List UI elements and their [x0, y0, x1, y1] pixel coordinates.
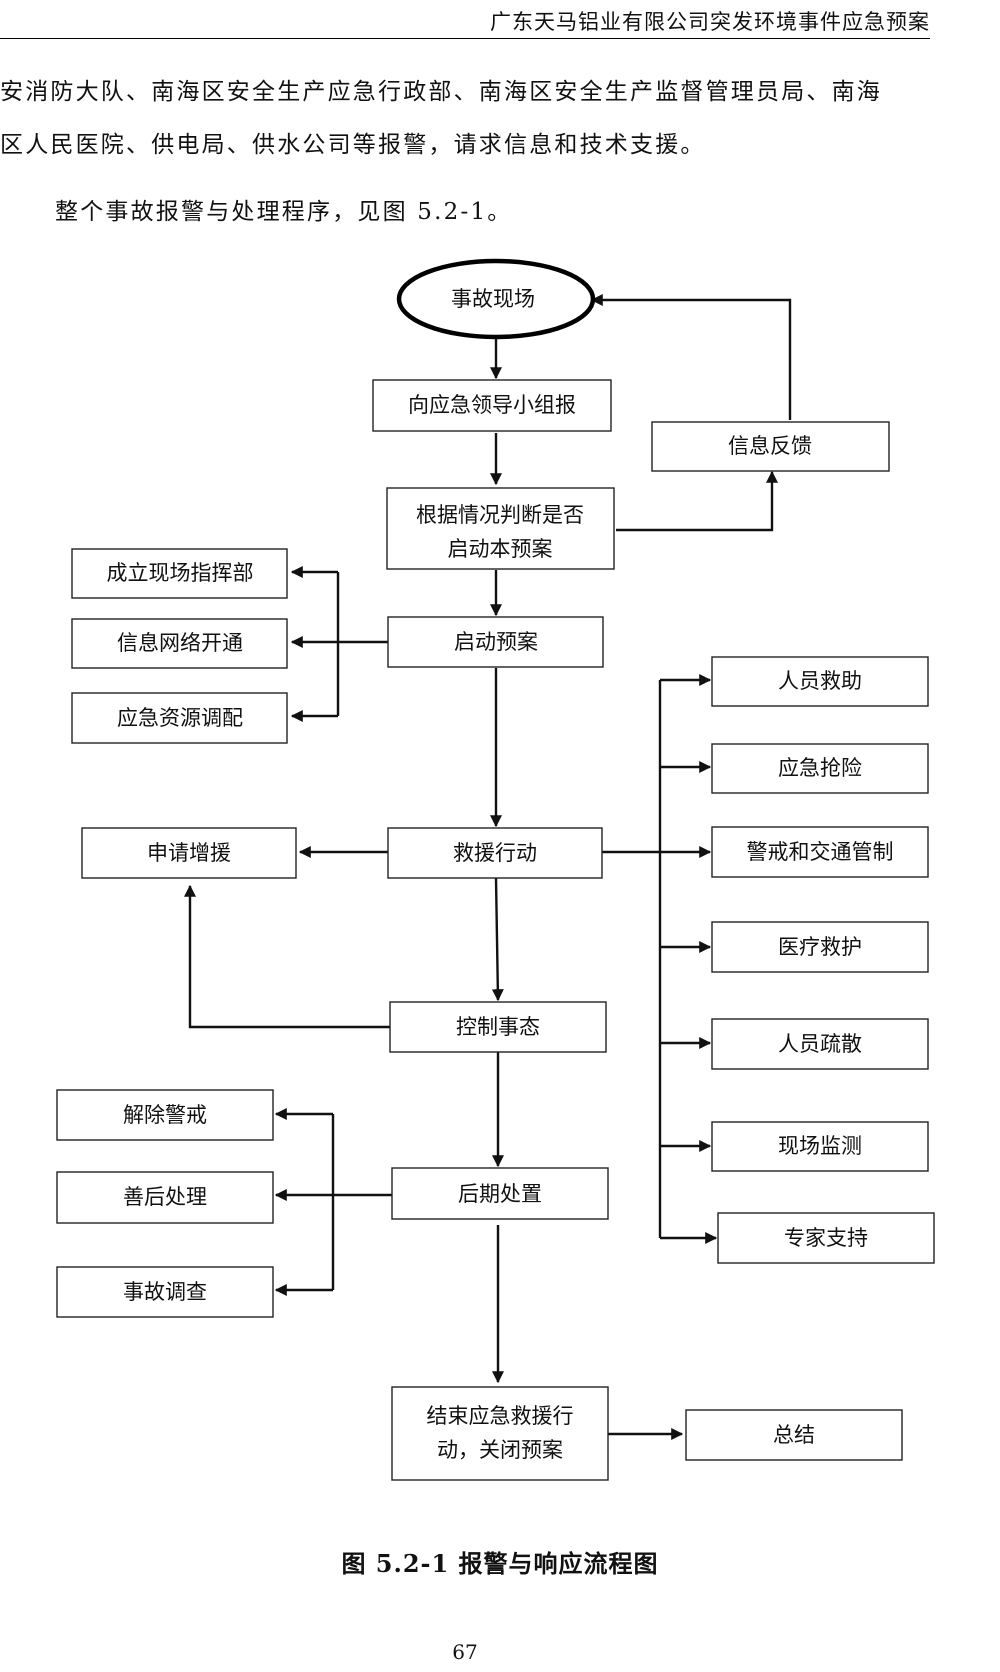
node-request-aid: 申请增援: [81, 827, 297, 879]
node-label: 控制事态: [456, 1015, 540, 1039]
node-follow-up: 善后处理: [56, 1171, 274, 1224]
node-label: 信息网络开通: [117, 631, 243, 655]
node-site-monitoring: 现场监测: [711, 1121, 929, 1172]
node-label: 善后处理: [123, 1185, 207, 1209]
node-label: 人员疏散: [778, 1032, 862, 1056]
node-label-line-1: 结束应急救援行: [427, 1404, 574, 1428]
node-investigation: 事故调查: [56, 1266, 274, 1318]
node-label: 事故调查: [123, 1280, 207, 1304]
node-judge: 根据情况判断是否 启动本预案: [386, 487, 615, 570]
node-allocate-resources: 应急资源调配: [71, 692, 288, 744]
body-text-line-3: 整个事故报警与处理程序，见图 5.2-1。: [55, 199, 513, 225]
node-label: 成立现场指挥部: [107, 561, 254, 585]
node-aftermath: 后期处置: [391, 1167, 609, 1220]
page-header: 广东天马铝业有限公司突发环境事件应急预案: [0, 0, 930, 39]
node-label: 申请增援: [147, 841, 231, 865]
node-label: 事故现场: [451, 287, 535, 311]
node-label: 解除警戒: [123, 1103, 207, 1127]
figure-caption: 图 5.2-1 报警与响应流程图: [0, 1544, 1000, 1579]
node-label: 启动预案: [454, 630, 538, 654]
node-expert-support: 专家支持: [717, 1212, 935, 1264]
node-emergency-repair: 应急抢险: [711, 743, 929, 794]
node-label: 救援行动: [453, 841, 537, 865]
node-lift-alert: 解除警戒: [56, 1089, 274, 1141]
node-label: 总结: [773, 1423, 815, 1447]
node-label-line-1: 根据情况判断是否: [416, 503, 584, 527]
node-label: 警戒和交通管制: [747, 840, 894, 864]
page-number: 67: [452, 1640, 478, 1664]
node-end-rescue: 结束应急救援行 动，关闭预案: [391, 1386, 609, 1481]
document-title: 广东天马铝业有限公司突发环境事件应急预案: [490, 10, 930, 34]
node-personnel-rescue: 人员救助: [711, 656, 929, 707]
node-label-line-2: 动，关闭预案: [437, 1438, 563, 1462]
node-accident-site: 事故现场: [396, 258, 596, 340]
body-text-line-2: 区人民医院、供电局、供水公司等报警，请求信息和技术支援。: [0, 132, 706, 158]
body-text-line-1: 安消防大队、南海区安全生产应急行政部、南海区安全生产监督管理员局、南海: [0, 79, 882, 105]
figure-caption-text: 图 5.2-1 报警与响应流程图: [341, 1549, 659, 1578]
node-traffic-control: 警戒和交通管制: [711, 826, 929, 878]
node-label: 应急资源调配: [117, 706, 243, 730]
node-label: 应急抢险: [778, 756, 862, 780]
flow-connectors: [184, 294, 792, 1440]
node-open-network: 信息网络开通: [71, 618, 288, 669]
node-label: 医疗救护: [778, 935, 862, 959]
node-medical-care: 医疗救护: [711, 921, 929, 973]
node-label: 现场监测: [778, 1134, 862, 1158]
node-set-up-command: 成立现场指挥部: [71, 548, 288, 599]
node-label: 信息反馈: [728, 434, 812, 458]
node-feedback: 信息反馈: [651, 421, 890, 472]
node-report: 向应急领导小组报: [372, 379, 612, 432]
node-control-situation: 控制事态: [389, 1001, 607, 1053]
node-start-plan: 启动预案: [387, 616, 604, 668]
node-summary: 总结: [685, 1409, 903, 1461]
node-evacuation: 人员疏散: [711, 1018, 929, 1070]
node-label: 专家支持: [784, 1226, 868, 1250]
node-label: 人员救助: [778, 669, 862, 693]
node-label: 向应急领导小组报: [408, 393, 576, 417]
node-label: 后期处置: [458, 1182, 542, 1206]
node-rescue: 救援行动: [387, 827, 603, 879]
node-label-line-2: 启动本预案: [448, 537, 553, 561]
